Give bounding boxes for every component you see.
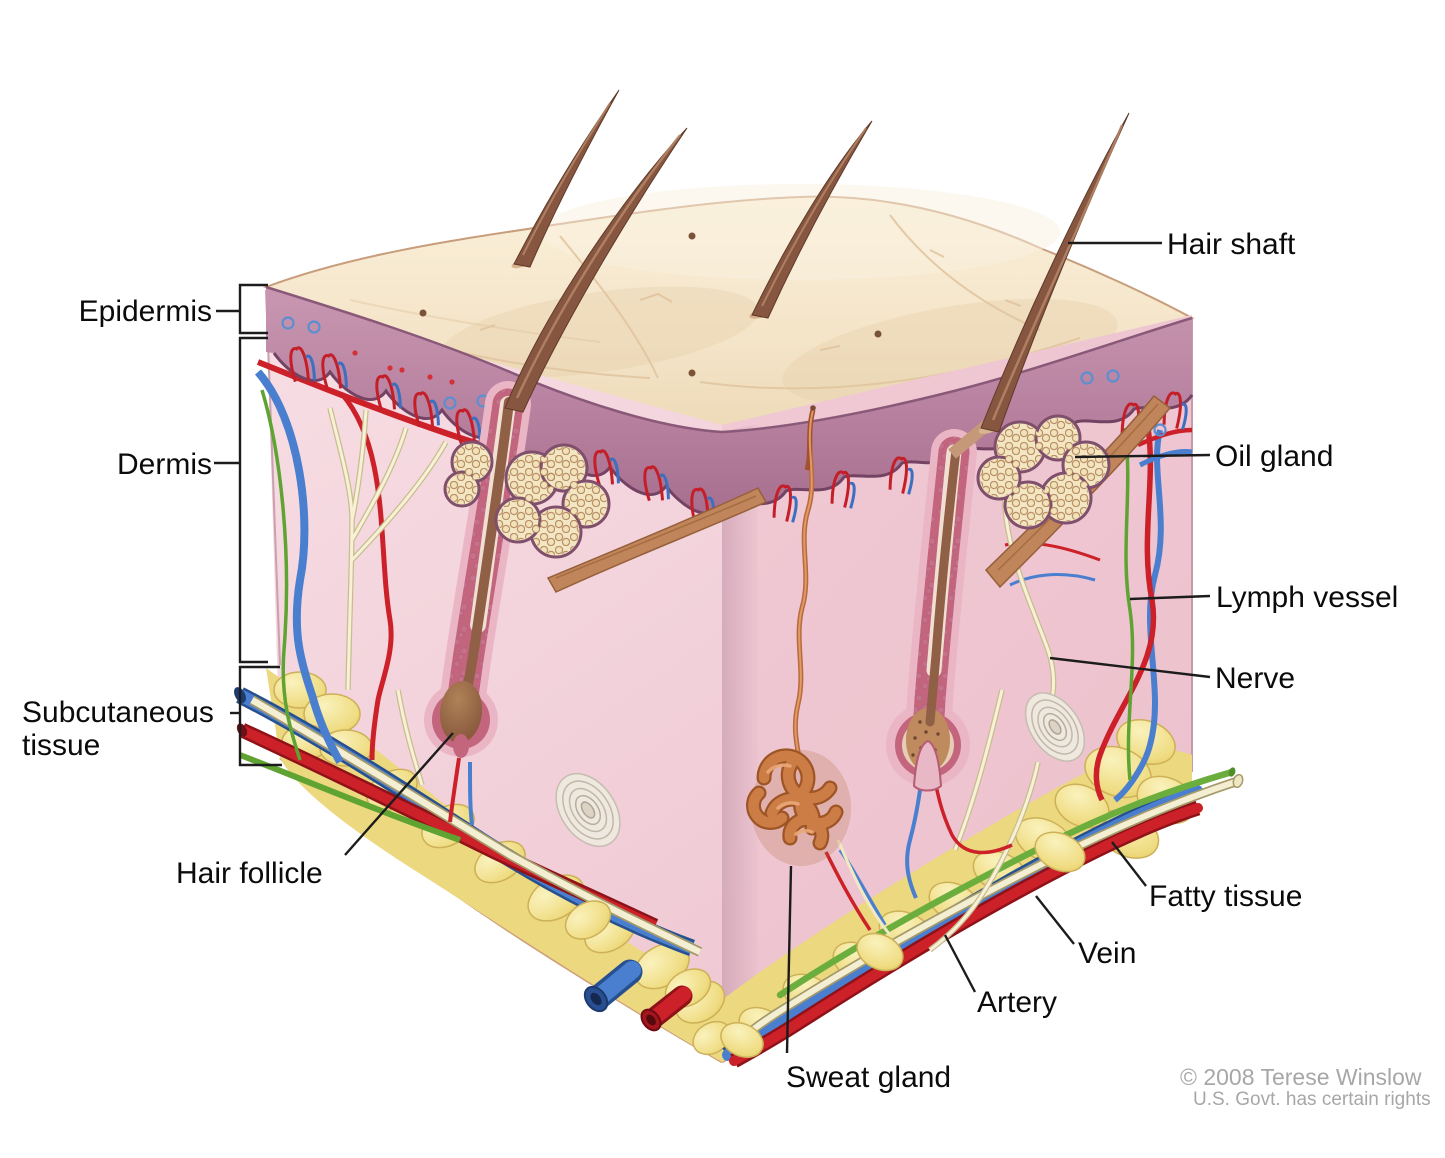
subcutaneous-bracket <box>238 665 282 767</box>
label-dermis: Dermis <box>117 448 212 481</box>
dermal-papilla-right <box>912 739 943 792</box>
vein-tube-opening <box>590 992 602 1006</box>
large-vessels <box>234 687 1244 1068</box>
fat-lobules-front <box>564 831 1086 1058</box>
label-hair-shaft: Hair shaft <box>1167 228 1296 261</box>
label-vein: Vein <box>1078 937 1137 970</box>
pacinian-corpuscle-left <box>555 773 621 847</box>
hair-shaft-2 <box>504 127 688 413</box>
label-artery: Artery <box>977 986 1058 1019</box>
cut-vessel-tubes <box>583 959 693 1032</box>
oil-gland-right <box>976 414 1111 530</box>
oil-gland-leader-line <box>1074 453 1211 459</box>
lymph-dermal-left <box>260 389 302 761</box>
hair-follicle-right <box>886 415 997 792</box>
vein-leader-line <box>1035 895 1075 945</box>
label-nerve: Nerve <box>1215 662 1296 695</box>
annotation-lines <box>214 241 1211 1054</box>
artery-leader-line <box>943 934 977 993</box>
hair-follicle-left <box>424 381 531 758</box>
sweat-gland <box>746 405 851 866</box>
lymph-vessel-leader-line <box>1129 594 1211 601</box>
lymph-large-right <box>776 768 1236 999</box>
fatty-tissue-leader-line <box>1111 841 1147 887</box>
dermal-papilla-left <box>453 734 469 758</box>
nerve-leader-line <box>1049 656 1211 679</box>
epidermis-bracket <box>238 283 268 335</box>
hair-follicle-leader-line <box>344 732 454 856</box>
pacinian-corpuscle-right <box>1024 692 1086 762</box>
dermal-vessels <box>254 359 1193 953</box>
label-sweat-gland: Sweat gland <box>786 1061 952 1094</box>
vein-dermal-left <box>254 369 344 764</box>
arrector-muscle-left <box>546 487 768 593</box>
credit-line-2: U.S. Govt. has certain rights <box>1193 1089 1431 1110</box>
skin-pores <box>419 232 882 377</box>
hair-shafts <box>504 89 1130 434</box>
credit-line-1: © 2008 Terese Winslow <box>1180 1064 1422 1090</box>
label-hair-follicle: Hair follicle <box>176 857 323 890</box>
artery-dermal-right <box>1093 427 1157 802</box>
oil-gland-left <box>443 440 611 559</box>
artery-tube-opening <box>646 1014 656 1026</box>
label-lymph-vessel: Lymph vessel <box>1216 581 1399 614</box>
surface-epidermis-edge <box>265 285 1193 434</box>
lymph-dermal-right <box>1123 427 1135 781</box>
capillary-dots <box>352 350 455 385</box>
dermis-bracket <box>238 336 268 664</box>
label-epidermis: Epidermis <box>78 295 212 328</box>
label-subcutaneous-tissue: Subcutaneous tissue <box>22 696 214 762</box>
label-fatty-tissue: Fatty tissue <box>1149 880 1303 913</box>
hair-root-right <box>925 445 961 727</box>
label-oil-gland: Oil gland <box>1215 440 1334 473</box>
sweat-gland-leader-line <box>785 865 793 1054</box>
